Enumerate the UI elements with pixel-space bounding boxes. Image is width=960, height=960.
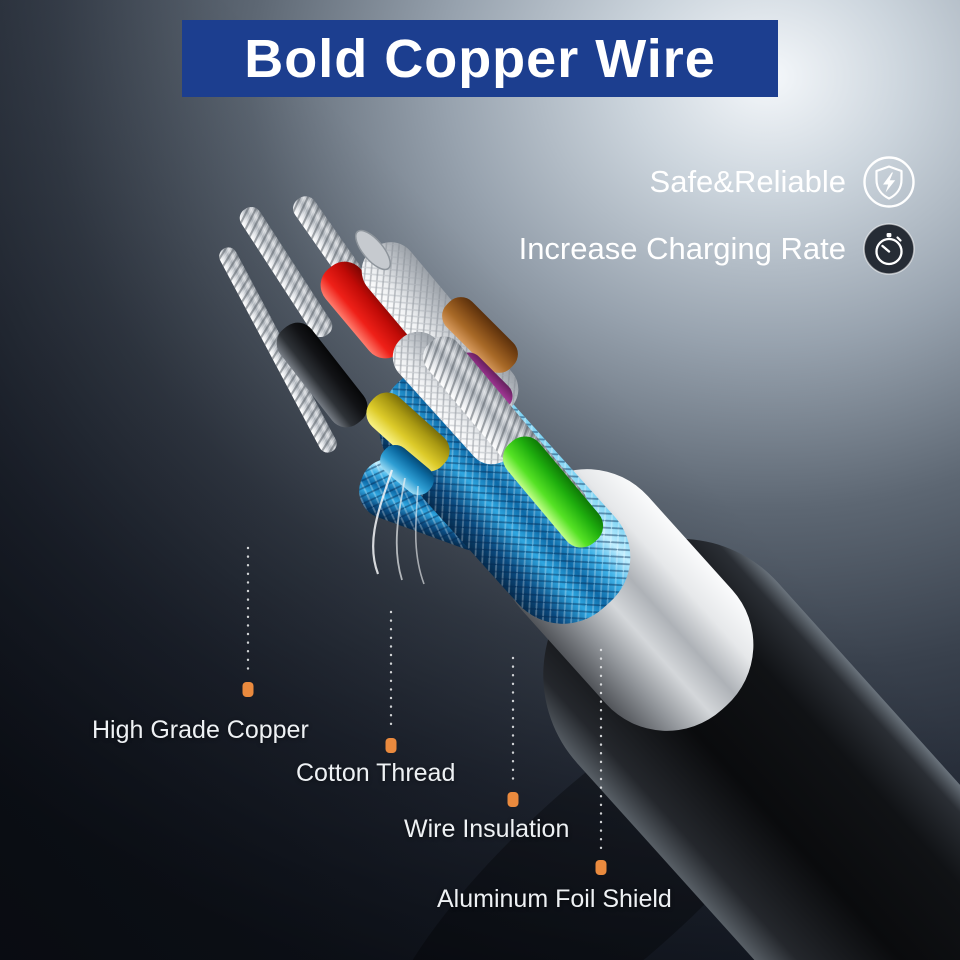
page-title: Bold Copper Wire	[244, 28, 716, 89]
marker-foil	[595, 860, 607, 875]
marker-copper	[242, 682, 254, 697]
stopwatch-icon	[863, 223, 915, 275]
marker-insulation	[507, 792, 519, 807]
feature-charging-rate: Increase Charging Rate	[519, 222, 916, 276]
title-banner: Bold Copper Wire	[182, 20, 778, 97]
callout-label-aluminum-foil-shield: Aluminum Foil Shield	[437, 885, 672, 913]
feature-safe-reliable: Safe&Reliable	[650, 155, 916, 209]
callout-label-wire-insulation: Wire Insulation	[404, 815, 570, 843]
marker-cotton	[385, 738, 397, 753]
callout-label-cotton-thread: Cotton Thread	[296, 759, 456, 787]
callout-label-high-grade-copper: High Grade Copper	[92, 716, 309, 744]
feature-label: Increase Charging Rate	[518, 231, 846, 266]
shield-bolt-icon	[863, 156, 915, 208]
feature-label: Safe&Reliable	[649, 164, 846, 199]
